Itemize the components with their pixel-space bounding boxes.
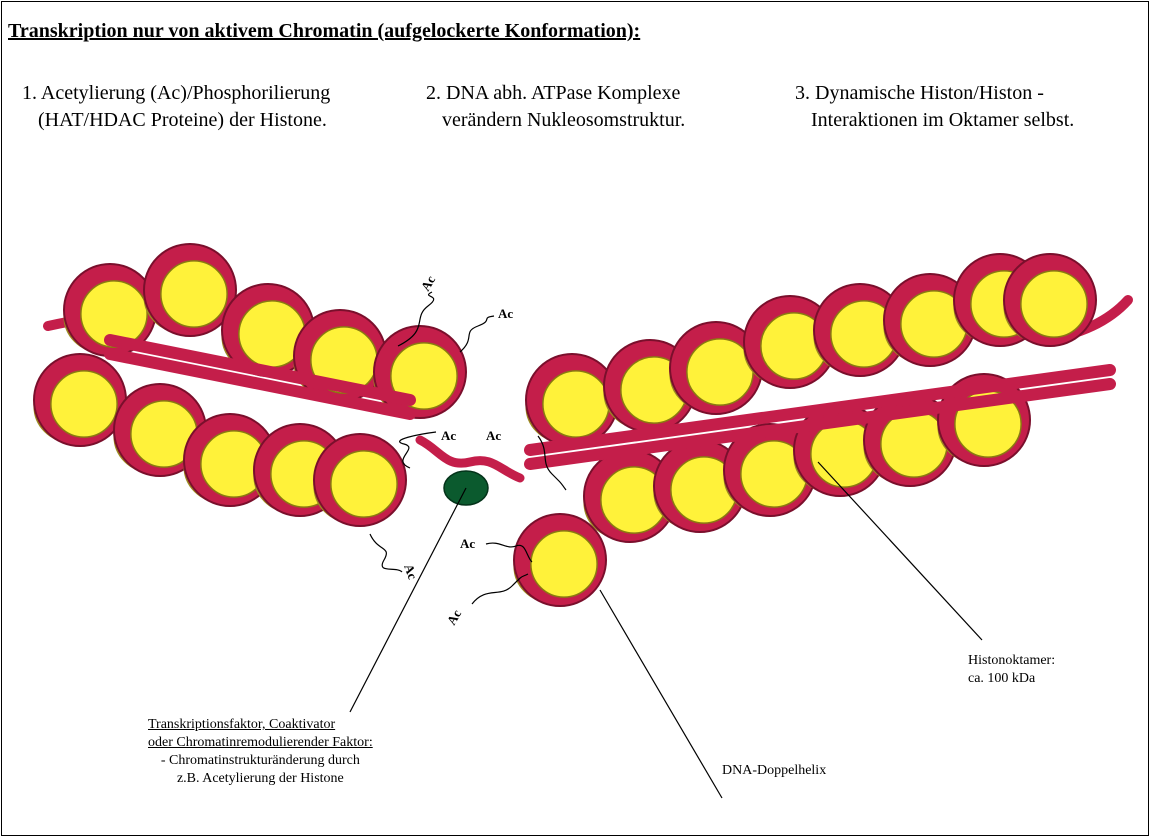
histone-label-line2: ca. 100 kDa xyxy=(968,670,1055,688)
factor-label-line3: - Chromatinstrukturänderung durch xyxy=(148,752,373,770)
histone-octamer-label: Histonoktamer: ca. 100 kDa xyxy=(968,652,1055,688)
factor-label-line1: Transkriptionsfaktor, Coaktivator xyxy=(148,716,373,734)
transcription-factor-label: Transkriptionsfaktor, Coaktivator oder C… xyxy=(148,716,373,788)
nucleosome-layer xyxy=(34,244,1128,606)
acetyl-label: Ac xyxy=(401,562,420,582)
factor-label-line4: z.B. Acetylierung der Histone xyxy=(148,770,373,788)
acetyl-label: Ac xyxy=(498,306,513,321)
histone-core xyxy=(687,339,753,405)
acetyl-label: Ac xyxy=(460,536,475,551)
histone-leader-line xyxy=(818,462,982,640)
acetyl-label: Ac xyxy=(486,428,501,443)
acetyl-tail xyxy=(460,316,494,352)
dna-leader-line xyxy=(600,590,722,798)
acetyl-label: Ac xyxy=(441,428,456,443)
histone-core xyxy=(543,371,609,437)
acetyl-label: Ac xyxy=(444,607,465,628)
dna-double-helix-label: DNA-Doppelhelix xyxy=(722,762,826,780)
histone-core xyxy=(331,451,397,517)
acetyl-tail xyxy=(472,574,528,604)
factor-label-line2: oder Chromatinremodulierender Faktor: xyxy=(148,734,373,752)
histone-core xyxy=(531,531,597,597)
histone-core xyxy=(1021,271,1087,337)
acetyl-tail xyxy=(370,534,402,572)
acetyl-label: Ac xyxy=(418,273,439,294)
histone-core xyxy=(51,371,117,437)
histone-label-line1: Histonoktamer: xyxy=(968,652,1055,670)
histone-core xyxy=(161,261,227,327)
